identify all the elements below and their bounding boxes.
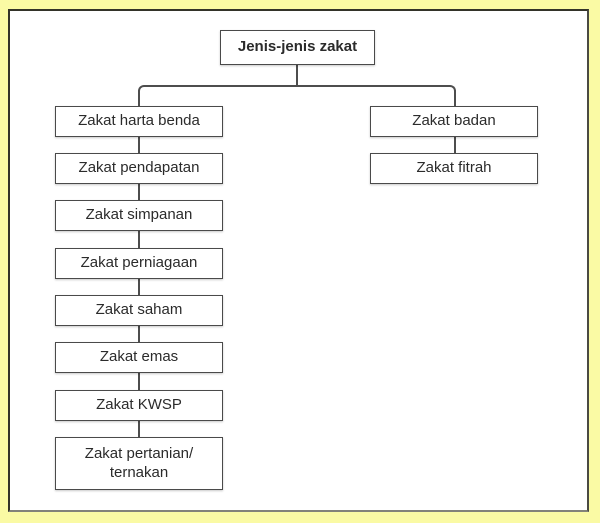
node-label: Zakat badan (412, 112, 496, 130)
node-root-label: Jenis-jenis zakat (237, 38, 358, 56)
node-label: Zakat KWSP (96, 396, 182, 414)
node-zakat-kwsp: Zakat KWSP (55, 390, 223, 421)
connector-branch-bracket (138, 85, 456, 111)
node-label: Zakat pendapatan (78, 159, 200, 177)
connector-root-drop (296, 64, 298, 86)
node-zakat-fitrah: Zakat fitrah (370, 153, 538, 184)
node-label: Zakat emas (99, 348, 179, 366)
node-label: Zakat perniagaan (80, 254, 198, 272)
node-label: Zakat simpanan (85, 206, 193, 224)
node-label: Zakat saham (95, 301, 183, 319)
node-label: Zakat fitrah (416, 159, 492, 177)
node-zakat-simpanan: Zakat simpanan (55, 200, 223, 231)
node-zakat-pertanian-ternakan: Zakat pertanian/ ternakan (55, 437, 223, 490)
node-label: Zakat pertanian/ ternakan (84, 444, 194, 481)
node-zakat-pendapatan: Zakat pendapatan (55, 153, 223, 184)
node-zakat-badan: Zakat badan (370, 106, 538, 137)
node-zakat-emas: Zakat emas (55, 342, 223, 373)
node-zakat-saham: Zakat saham (55, 295, 223, 326)
node-zakat-perniagaan: Zakat perniagaan (55, 248, 223, 279)
node-zakat-harta-benda: Zakat harta benda (55, 106, 223, 137)
node-root: Jenis-jenis zakat (220, 30, 375, 65)
node-label: Zakat harta benda (78, 112, 200, 130)
